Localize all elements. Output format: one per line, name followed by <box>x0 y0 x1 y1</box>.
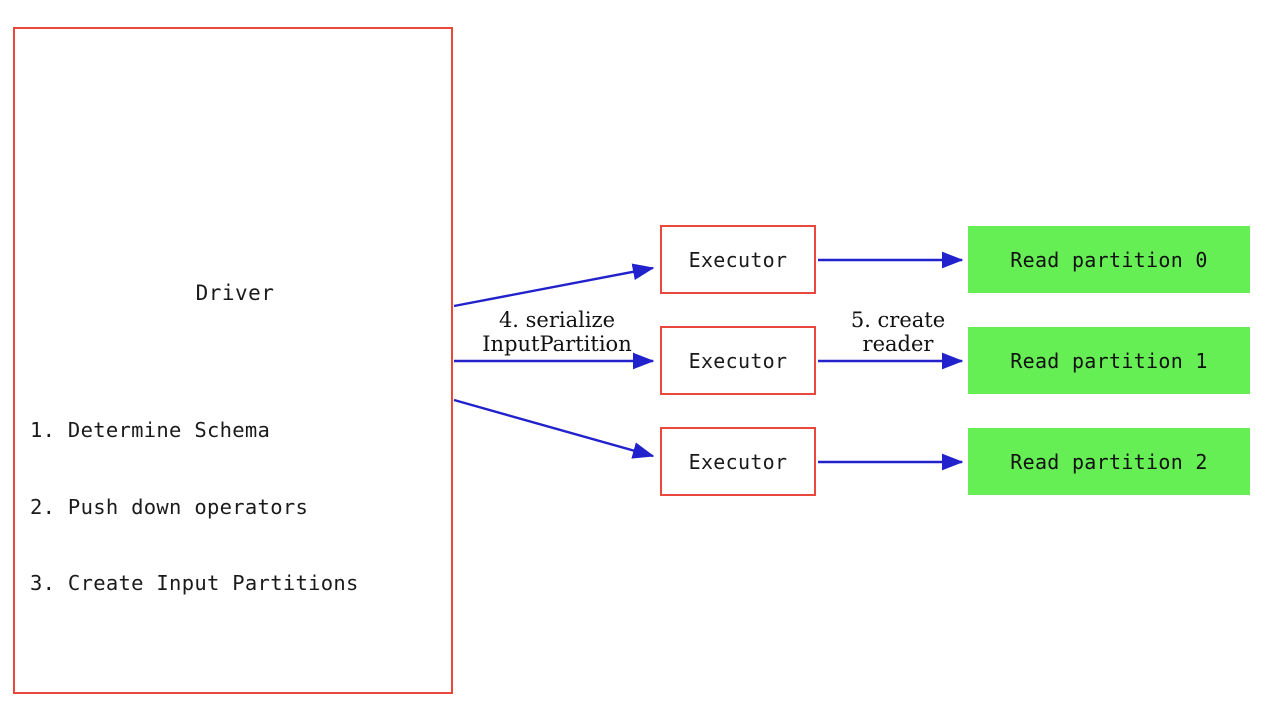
edge-label-serialize: 4. serialize InputPartition <box>471 308 643 356</box>
driver-step-3: 3. Create Input Partitions <box>30 571 359 595</box>
edge-label-create-reader-line-1: 5. create <box>850 308 946 332</box>
executor-node-1[interactable]: Executor <box>660 326 816 395</box>
driver-step-2: 2. Push down operators <box>30 494 309 519</box>
edge-driver-to-executor-0 <box>453 263 655 308</box>
read-partition-node-1[interactable]: Read partition 1 <box>968 327 1250 394</box>
driver-node[interactable]: Driver 1. Determine Schema 2. Push down … <box>13 27 453 694</box>
edge-label-serialize-line-2: InputPartition <box>482 332 632 356</box>
driver-step-1: 1. Determine Schema <box>30 418 271 442</box>
read-partition-node-0[interactable]: Read partition 0 <box>968 226 1250 293</box>
edge-driver-to-executor-2 <box>453 398 655 459</box>
driver-step-list: 1. Determine Schema 2. Push down operato… <box>30 367 359 648</box>
read-partition-node-2[interactable]: Read partition 2 <box>968 428 1250 495</box>
executor-node-0[interactable]: Executor <box>660 225 816 294</box>
edge-label-create-reader-line-2: reader <box>862 332 934 356</box>
executor-node-2[interactable]: Executor <box>660 427 816 496</box>
edge-label-serialize-line-1: 4. serialize <box>498 308 616 332</box>
driver-title: Driver <box>195 281 275 305</box>
edge-label-create-reader: 5. create reader <box>830 308 966 356</box>
